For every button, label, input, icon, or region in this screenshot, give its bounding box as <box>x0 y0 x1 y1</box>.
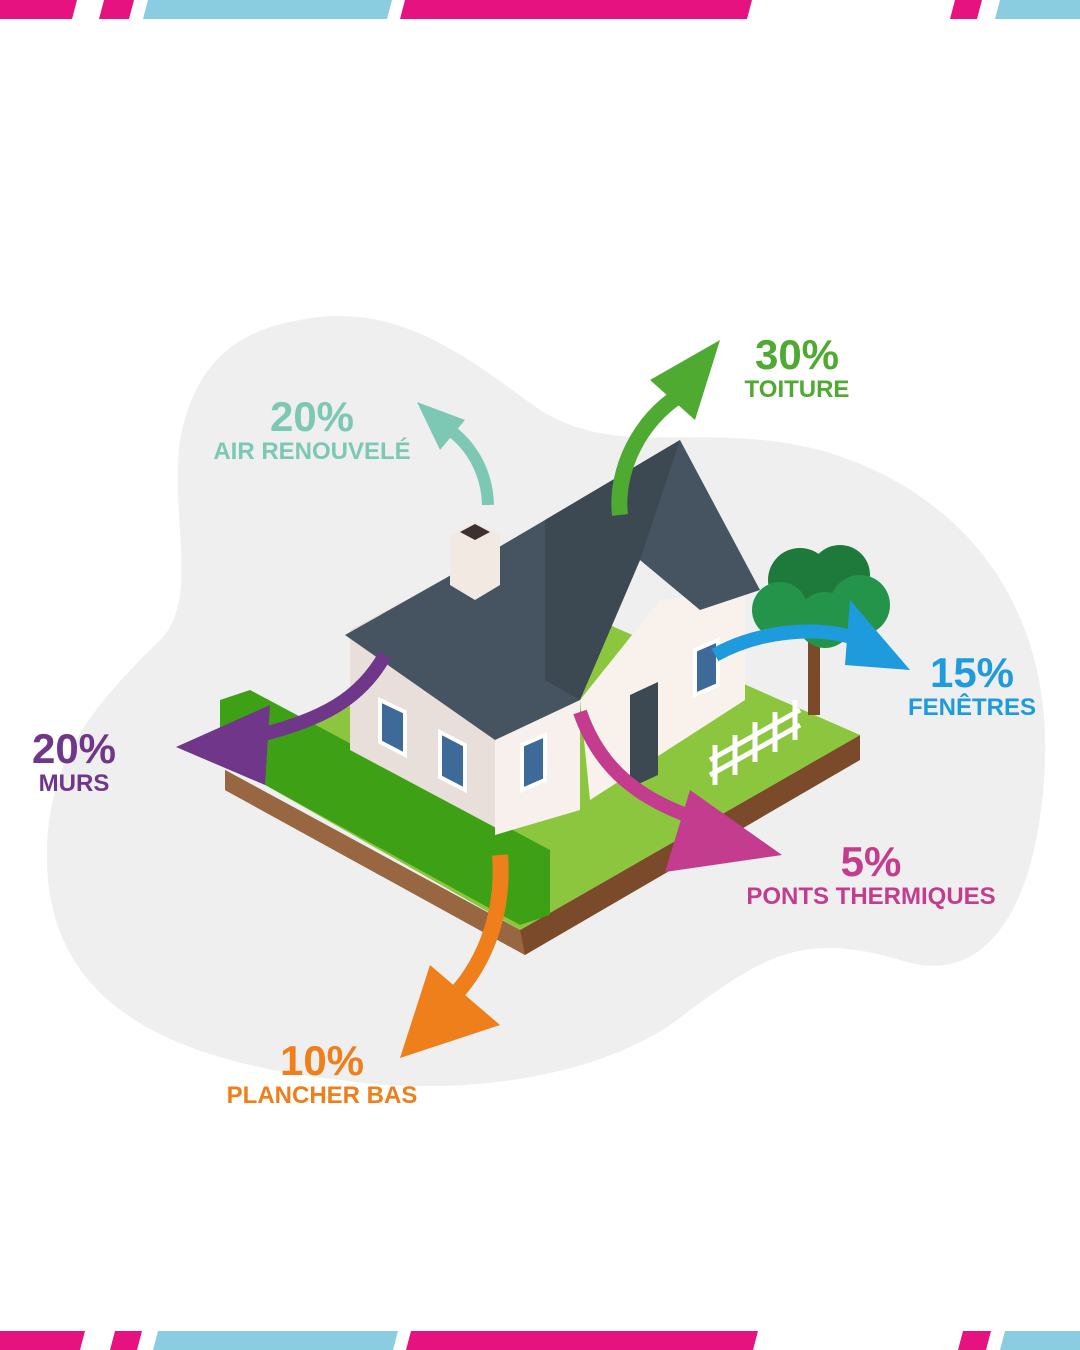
loss-percent: 5% <box>840 838 902 885</box>
loss-label-windows: 15% FENÊTRES <box>908 652 1036 722</box>
tree <box>752 545 890 715</box>
top-decorative-stripes <box>0 0 1080 19</box>
loss-label-floor: 10% PLANCHER BAS <box>227 1040 418 1110</box>
loss-label-roof: 30% TOITURE <box>745 334 850 404</box>
arrow-air <box>417 402 494 506</box>
bottom-decorative-stripes <box>0 1331 1080 1350</box>
loss-label-walls: 20% MURS <box>32 728 116 798</box>
chimney <box>450 522 500 600</box>
loss-name: TOITURE <box>744 376 850 403</box>
arrow-windows <box>711 600 910 670</box>
loss-name: AIR RENOUVELÉ <box>213 438 411 465</box>
door <box>630 682 658 788</box>
arrow-roof <box>611 340 720 516</box>
loss-name: MURS <box>38 770 110 797</box>
loss-name: PLANCHER BAS <box>226 1082 418 1109</box>
loss-percent: 20% <box>269 393 355 440</box>
arrow-thermal-bridges <box>573 709 782 872</box>
fence <box>708 700 802 785</box>
loss-label-thermal-bridges: 5% PONTS THERMIQUES <box>746 841 995 911</box>
loss-percent: 10% <box>279 1037 365 1084</box>
loss-percent: 20% <box>31 725 117 772</box>
loss-percent: 30% <box>754 331 840 378</box>
loss-label-air: 20% AIR RENOUVELÉ <box>213 396 410 466</box>
hedge <box>220 690 550 925</box>
arrow-floor <box>400 854 509 1058</box>
loss-name: PONTS THERMIQUES <box>746 883 996 910</box>
loss-percent: 15% <box>929 649 1015 696</box>
loss-name: FENÊTRES <box>907 694 1037 721</box>
windows <box>378 636 720 794</box>
arrow-walls <box>176 651 392 785</box>
